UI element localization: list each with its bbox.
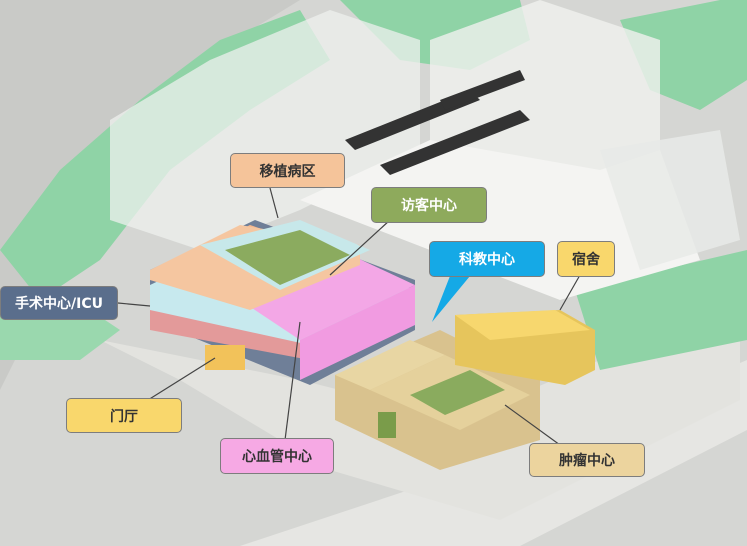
label-dorm: 宿舍 [557,241,615,277]
roof-slot-3 [440,70,525,110]
lobby-block [205,345,245,370]
label-visitor: 访客中心 [371,187,487,223]
leader-transplant [269,187,279,219]
oncology-courtyard [410,370,505,415]
cardio-wing-face [300,285,415,380]
oncology-green-panel [378,412,396,438]
dorm-roof [455,310,590,340]
label-lobby: 门厅 [66,398,182,433]
leader-dorm [559,274,581,311]
label-cardio: 心血管中心 [220,438,334,474]
roof-slot-2 [380,110,530,175]
label-oncology: 肿瘤中心 [529,443,645,477]
leader-lobby [147,357,216,401]
visitor-center-roof [225,230,350,285]
leader-surgery [117,302,151,307]
label-surgery: 手术中心/ICU [0,286,118,320]
background-building-east [600,130,740,270]
background-building-west [110,10,420,250]
label-research: 科教中心 [429,241,545,277]
leader-visitor [329,219,391,276]
oncology-roof-west [335,340,445,390]
leader-research [432,276,470,322]
leader-cardio [284,321,301,441]
label-transplant: 移植病区 [230,153,345,188]
cardio-wing-roof [240,250,415,340]
leader-oncology [504,404,561,446]
road-west [0,0,300,390]
